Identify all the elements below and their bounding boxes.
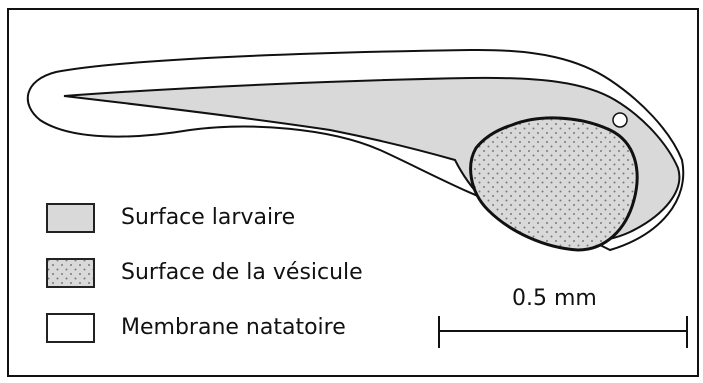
fin-membrane-swatch xyxy=(46,313,95,343)
legend-label: Membrane natatoire xyxy=(121,310,346,346)
yolk-sac-shape xyxy=(471,118,638,250)
eye-shape xyxy=(613,113,627,127)
scale-bar-label: 0.5 mm xyxy=(512,286,597,311)
legend-item-fin-membrane: Membrane natatoire xyxy=(46,313,426,349)
legend-item-larval-surface: Surface larvaire xyxy=(46,203,426,239)
legend-item-yolk-sac-surface: Surface de la vésicule xyxy=(46,258,426,294)
legend-label: Surface de la vésicule xyxy=(121,255,363,291)
yolk-sac-surface-swatch xyxy=(46,258,95,288)
larval-surface-swatch xyxy=(46,203,95,233)
legend-label: Surface larvaire xyxy=(121,200,295,236)
